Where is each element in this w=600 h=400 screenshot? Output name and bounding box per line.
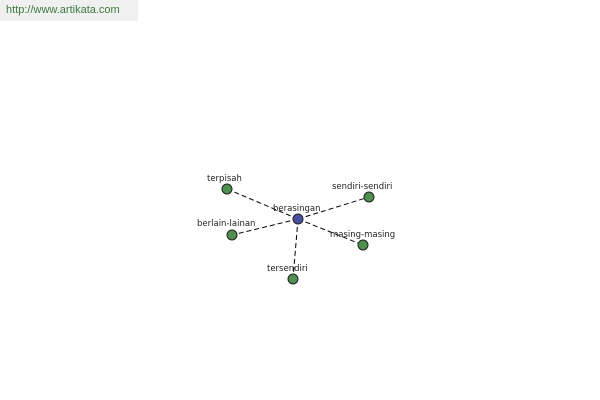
graph-edges (226, 188, 370, 280)
leaf-node-sendiri-sendiri[interactable] (363, 191, 375, 203)
leaf-label-tersendiri[interactable]: tersendiri (267, 264, 308, 274)
leaf-label-masing-masing[interactable]: masing-masing (330, 230, 395, 240)
graph-nodes: terpisah sendiri-sendiri berlain-lainan mas… (197, 174, 395, 285)
leaf-label-berlain-lainan[interactable]: berlain-lainan (197, 219, 255, 229)
leaf-node-tersendiri[interactable] (287, 273, 299, 285)
edge-berasingan-masing-masing (297, 218, 364, 246)
leaf-node-berlain-lainan[interactable] (226, 229, 238, 241)
edge-berasingan-tersendiri (292, 218, 299, 280)
center-node-berasingan[interactable] (292, 213, 304, 225)
edge-berasingan-sendiri-sendiri (297, 196, 370, 220)
source-url-link[interactable]: http://www.artikata.com (0, 0, 138, 21)
center-label-berasingan[interactable]: berasingan (273, 204, 321, 214)
leaf-node-terpisah[interactable] (221, 183, 233, 195)
leaf-label-sendiri-sendiri[interactable]: sendiri-sendiri (332, 182, 392, 192)
leaf-node-masing-masing[interactable] (357, 239, 369, 251)
edge-berasingan-terpisah (226, 188, 299, 220)
leaf-label-terpisah[interactable]: terpisah (207, 174, 242, 184)
edge-berasingan-berlain-lainan (231, 218, 299, 236)
